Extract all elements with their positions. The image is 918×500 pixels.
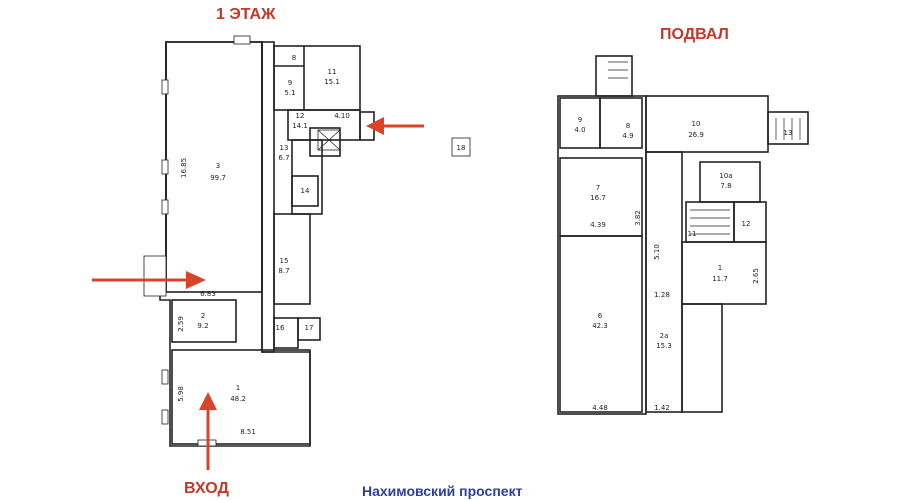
b-room-7-area: 16.7 bbox=[590, 194, 606, 202]
b-room-1-area: 11.7 bbox=[712, 275, 728, 283]
b-room-2a-area: 15.3 bbox=[656, 342, 672, 350]
b-dim-128: 1.28 bbox=[654, 291, 670, 299]
b-room-11-num: 11 bbox=[688, 230, 697, 238]
street-name: Нахимовский проспект bbox=[362, 483, 523, 499]
b-room-10-num: 10 bbox=[692, 120, 701, 128]
b-room-10a-area: 7.8 bbox=[720, 182, 731, 190]
f1-dim-598: 5.98 bbox=[177, 386, 185, 402]
b-dim-142: 1.42 bbox=[654, 404, 670, 412]
b-room-9-num: 9 bbox=[578, 116, 582, 124]
f1-room-2-area: 9.2 bbox=[197, 322, 208, 330]
b-room-12-num: 12 bbox=[742, 220, 751, 228]
b-room-10-area: 26.9 bbox=[688, 131, 704, 139]
f1-room-15-num: 15 bbox=[280, 257, 289, 265]
b-dim-265: 2.65 bbox=[752, 268, 760, 284]
f1-dim-height: 16.85 bbox=[180, 158, 188, 178]
f1-room-18-num: 18 bbox=[457, 144, 466, 152]
b-room-13-num: 13 bbox=[784, 129, 793, 137]
f1-dim-851: 8.51 bbox=[240, 428, 256, 436]
f1-room-9-area: 5.1 bbox=[284, 89, 295, 97]
floor1-heading: 1 ЭТАЖ bbox=[216, 6, 276, 23]
f1-room-8-num: 8 bbox=[292, 54, 296, 62]
f1-room-9-num: 9 bbox=[288, 79, 292, 87]
b-room-8-area: 4.9 bbox=[622, 132, 633, 140]
f1-room-12-num: 12 bbox=[296, 112, 305, 120]
f1-room-16-num: 16 bbox=[276, 324, 285, 332]
f1-room-13-area: 6.7 bbox=[278, 154, 289, 162]
entrance-label: ВХОД bbox=[184, 480, 229, 497]
basement-heading: ПОДВАЛ bbox=[660, 26, 729, 43]
f1-room-1-area: 48.2 bbox=[230, 395, 246, 403]
b-room-1-num: 1 bbox=[718, 264, 722, 272]
f1-room-2-num: 2 bbox=[201, 312, 205, 320]
b-dim-439: 4.39 bbox=[590, 221, 606, 229]
b-dim-382: 3.82 bbox=[634, 210, 642, 226]
b-room-6-num: 6 bbox=[598, 312, 603, 320]
b-room-10a-num: 10а bbox=[719, 172, 732, 180]
f1-room-3-area: 99.7 bbox=[210, 174, 226, 182]
f1-room-14-num: 14 bbox=[301, 187, 310, 195]
f1-room-3-num: 3 bbox=[216, 162, 220, 170]
f1-room-11-num: 11 bbox=[328, 68, 337, 76]
f1-dim-259: 2.59 bbox=[177, 316, 185, 332]
f1-room-17-num: 17 bbox=[305, 324, 314, 332]
f1-room-13-num: 13 bbox=[280, 144, 289, 152]
f1-room-11-area: 15.1 bbox=[324, 78, 340, 86]
b-room-6-area: 42.3 bbox=[592, 322, 608, 330]
f1-room-15-area: 8.7 bbox=[278, 267, 289, 275]
b-room-8-num: 8 bbox=[626, 122, 630, 130]
f1-room-12-area: 14.1 bbox=[292, 122, 308, 130]
f1-room-1-num: 1 bbox=[236, 384, 240, 392]
b-room-9-area: 4.0 bbox=[574, 126, 585, 134]
b-dim-448: 4.48 bbox=[592, 404, 608, 412]
b-room-7-num: 7 bbox=[596, 184, 600, 192]
b-dim-510: 5.10 bbox=[653, 244, 661, 260]
f1-dim-410: 4.10 bbox=[334, 112, 350, 120]
b-room-2a-num: 2а bbox=[660, 332, 669, 340]
f1-dim-683: 6.83 bbox=[200, 290, 216, 298]
